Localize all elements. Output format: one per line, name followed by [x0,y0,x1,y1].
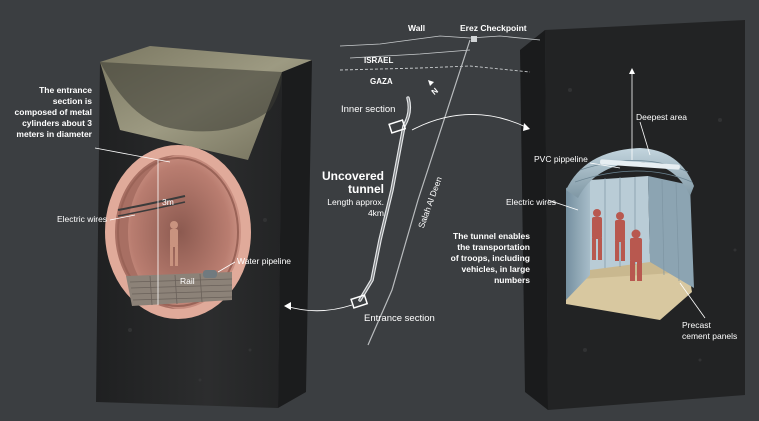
inner-section-label: Inner section [341,104,396,115]
inner-section-marker [388,119,407,134]
erez-checkpoint-label: Erez Checkpoint [460,23,527,33]
cement-tunnel [566,148,694,320]
soldiers [592,209,642,281]
person-figure [170,221,178,266]
tunnel-length-line-1: Length approx. [327,197,384,207]
israel-label: ISRAEL [364,56,394,65]
transport-note: The tunnel enables the transportation of… [434,231,530,286]
salah-al-deen-road [367,39,471,346]
transport-note-line-3: of troops, including [450,253,530,263]
entrance-note-line-3: composed of metal [14,107,92,117]
wall-label: Wall [408,23,426,33]
transport-note-line-4: vehicles, in large [461,264,530,274]
entrance-note-line-1: The entrance [39,85,92,95]
arrow-to-left [285,304,353,312]
copper-tunnel [105,145,251,319]
transport-note-line-2: the transportation [457,242,530,252]
entrance-note-line-5: meters in diameter [16,129,92,139]
tunnel-title-line-1: Uncovered [321,169,384,183]
left-leader-lines [94,147,236,273]
diameter-label: 3m [162,197,174,207]
cement-panels-line-2: cement panels [682,331,738,341]
entrance-note-line-2: section is [52,96,92,106]
north-arrow [428,80,434,86]
entrance-section-marker [350,294,369,309]
water-pipeline-label: Water pipeline [237,256,292,266]
rail-label: Rail [180,276,195,286]
tunnel-title-line-2: tunnel [348,182,384,196]
transport-note-line-5: numbers [494,275,530,285]
tunnel-length-line-2: 4km [367,208,384,218]
transport-note-line-1: The tunnel enables [453,231,530,241]
left-electric-wires-label: Electric wires [57,214,108,224]
border-line [339,65,531,73]
entrance-note-line-4: cylinders about 3 [22,118,92,128]
cement-panels-line-1: Precast [682,320,711,330]
right-electric-wires-label: Electric wires [506,197,557,207]
arrow-to-right [411,114,529,131]
pvc-pipeline-label: PVC pippeline [534,154,588,164]
entrance-section-label: Entrance section [364,313,435,324]
gaza-label: GAZA [370,77,393,86]
tunnel-length: Length approx. 4km [310,197,384,219]
uncovered-tunnel-title: Uncovered tunnel [318,170,384,196]
right-leader-lines [547,68,706,319]
deepest-area-label: Deepest area [636,112,688,122]
entrance-section-note: The entrance section is composed of meta… [8,85,92,140]
map [284,35,541,346]
checkpoint-marker [471,36,477,42]
cement-panels-label: Precast cement panels [682,320,737,342]
